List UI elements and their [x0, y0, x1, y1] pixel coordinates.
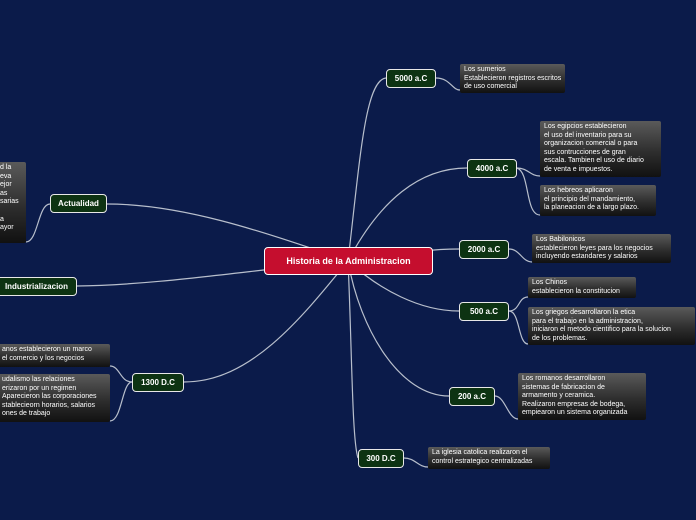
topic-200-ac[interactable]: 200 a.C	[449, 387, 495, 406]
note-hebreos[interactable]: Los hebreos aplicaron el principio del m…	[540, 185, 656, 216]
topic-4000-ac-label: 4000 a.C	[475, 164, 509, 173]
root-topic[interactable]: Historia de la Administracion	[264, 247, 433, 275]
topic-5000-ac-label: 5000 a.C	[394, 74, 428, 83]
note-romanos[interactable]: Los romanos desarrollaron sistemas de fa…	[518, 373, 646, 420]
note-chinos[interactable]: Los Chinos establecieron la constitucion	[528, 277, 636, 298]
note-romanos-comercio[interactable]: anos establecieron un marco el comercio …	[0, 344, 110, 367]
link-1300-note2	[109, 381, 133, 422]
link-4000-note2	[516, 167, 541, 216]
topic-2000-ac-label: 2000 a.C	[467, 245, 501, 254]
topic-industrializacion-label: Industrializacion	[4, 282, 69, 291]
link-root-200	[347, 260, 450, 397]
topic-1300-dc-label: 1300 D.C	[141, 378, 175, 387]
topic-5000-ac[interactable]: 5000 a.C	[386, 69, 436, 88]
link-root-5000	[347, 77, 387, 262]
link-300-note	[403, 457, 429, 468]
topic-1300-dc[interactable]: 1300 D.C	[132, 373, 184, 392]
link-root-1300	[183, 260, 349, 383]
link-2000-note	[508, 248, 533, 263]
note-iglesia[interactable]: La iglesia catolica realizaron el contro…	[428, 447, 550, 469]
topic-200-ac-label: 200 a.C	[457, 392, 487, 401]
topic-industrializacion[interactable]: Industrializacion	[0, 277, 77, 296]
link-4000-note1	[516, 167, 541, 177]
link-5000-note	[435, 77, 461, 91]
topic-actualidad[interactable]: Actualidad	[50, 194, 107, 213]
note-griegos[interactable]: Los griegos desarrollaron la etica para …	[528, 307, 695, 345]
link-200-note	[494, 395, 519, 420]
note-sumerios[interactable]: Los sumerios Establecieron registros esc…	[460, 64, 565, 93]
link-actualidad-note	[25, 203, 51, 243]
link-root-300	[347, 260, 359, 459]
note-feudalismo[interactable]: udalismo las relaciones erizaron por un …	[0, 374, 110, 422]
note-babilonicos[interactable]: Los Babilonicos establecieron leyes para…	[532, 234, 671, 263]
link-500-note2	[508, 310, 529, 345]
topic-4000-ac[interactable]: 4000 a.C	[467, 159, 517, 178]
topic-actualidad-label: Actualidad	[58, 199, 99, 208]
link-500-note1	[508, 296, 529, 312]
topic-2000-ac[interactable]: 2000 a.C	[459, 240, 509, 259]
topic-300-dc-label: 300 D.C	[366, 454, 396, 463]
topic-500-ac-label: 500 a.C	[469, 307, 499, 316]
root-topic-label: Historia de la Administracion	[286, 256, 411, 266]
topic-500-ac[interactable]: 500 a.C	[459, 302, 509, 321]
topic-300-dc[interactable]: 300 D.C	[358, 449, 404, 468]
note-egipcios[interactable]: Los egipcios establecieron el uso del in…	[540, 121, 661, 177]
link-root-4000	[347, 167, 468, 262]
note-actualidad[interactable]: d la eva ejor as sarias a ayor	[0, 162, 26, 243]
link-1300-note1	[109, 365, 133, 383]
